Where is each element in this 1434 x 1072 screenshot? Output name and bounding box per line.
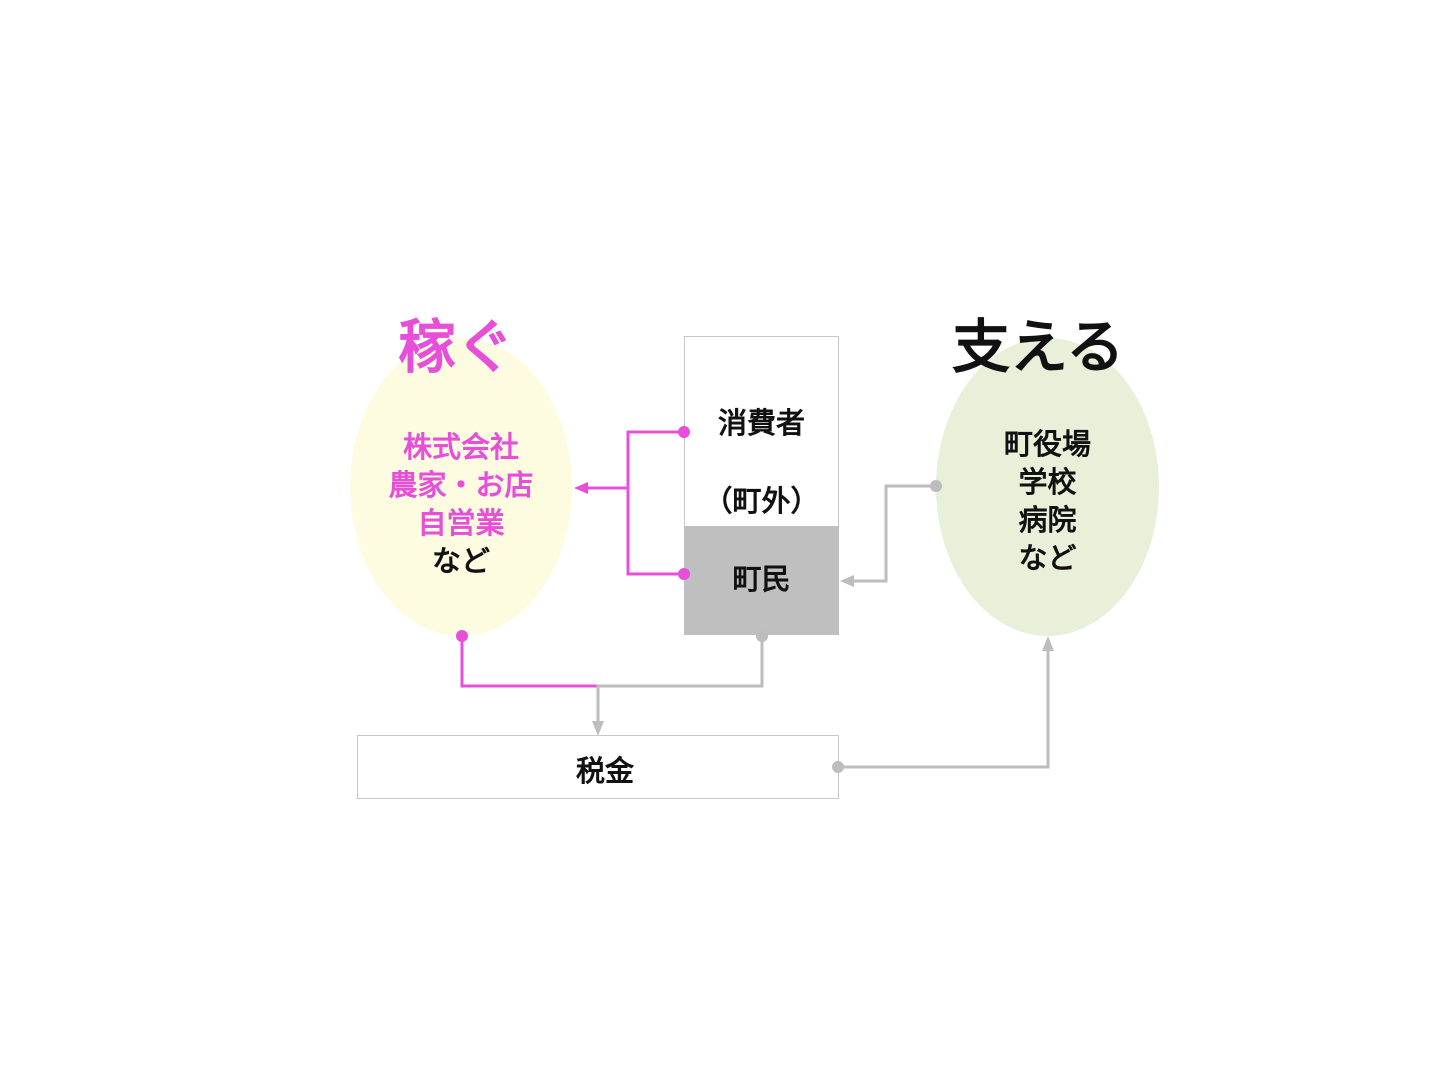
support-ellipse [936, 338, 1159, 636]
support-dot-icon [930, 480, 942, 492]
support-item-etc: など [1018, 541, 1077, 575]
tax-box [357, 735, 839, 799]
tax-dot-icon [832, 761, 844, 773]
support-list: 町役場 学校 病院 など [936, 425, 1159, 577]
resident-label: 町民 [732, 562, 791, 596]
earn-item-farm-shop: 農家・お店 [388, 468, 534, 502]
earn-heading: 稼ぐ [398, 313, 515, 381]
resident-bottom-dot-icon [756, 630, 768, 642]
earn-item-company: 株式会社 [402, 430, 519, 464]
tax-to-support-line [838, 648, 1050, 769]
support-item-hospital: 病院 [1018, 503, 1077, 537]
support-heading: 支える [952, 313, 1125, 381]
consumer-subtitle: （町外） [703, 484, 820, 518]
earn-ellipse [350, 338, 572, 636]
earn-arrowhead-icon [574, 482, 588, 494]
consumer-box [684, 336, 839, 527]
support-item-school: 学校 [1018, 465, 1077, 499]
earn-list: 株式会社 農家・お店 自営業 など [350, 428, 572, 580]
tax-label: 税金 [575, 754, 634, 788]
earn-item-self-employed: 自営業 [417, 506, 505, 540]
earn-to-tax-line [460, 636, 598, 688]
resident-box [684, 526, 839, 635]
earn-dot-icon [456, 630, 468, 642]
resident-dot-icon [678, 568, 690, 580]
consumer-dot-icon [678, 426, 690, 438]
tax-arrowhead-icon [592, 721, 604, 736]
earn-item-etc: など [431, 544, 490, 578]
consumer-to-earn-line [626, 430, 684, 576]
consumer-title: 消費者 [717, 406, 805, 440]
resident-arrowhead-icon [840, 575, 854, 587]
resident-to-tax-line [596, 636, 764, 724]
support-to-resident-line [852, 484, 936, 583]
support-arrowhead-icon [1042, 636, 1054, 651]
support-item-town-hall: 町役場 [1003, 427, 1091, 461]
